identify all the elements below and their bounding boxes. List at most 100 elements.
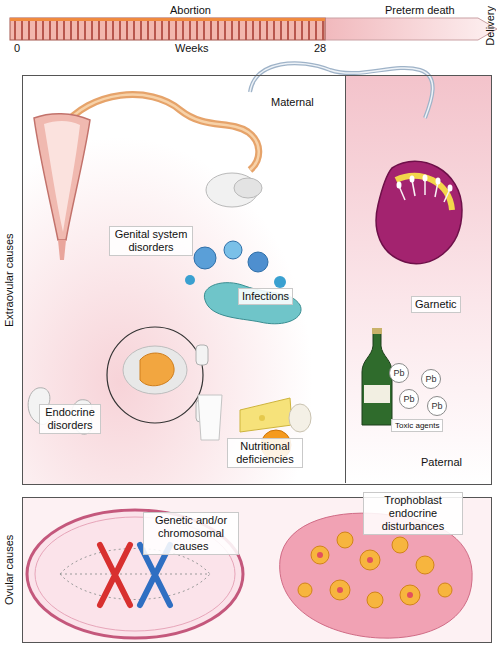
infection-microbes	[224, 241, 242, 259]
node-text: Genital system disorders	[113, 228, 189, 254]
testis-illustration	[376, 161, 462, 263]
infection-microbes	[185, 275, 195, 285]
lead-circle: Pb	[427, 396, 447, 416]
cause-label: Toxic agents	[391, 419, 443, 432]
timeline-bar	[10, 18, 497, 40]
testis-illustration	[397, 182, 402, 189]
trophoblast-illustration	[407, 592, 413, 598]
testis-illustration	[423, 175, 428, 182]
umbilical-cord	[250, 63, 433, 118]
cause-label: Endocrine disorders	[39, 404, 101, 434]
timeline-label: Preterm death	[385, 4, 455, 16]
node-text: Genetic and/or chromosomal causes	[147, 514, 235, 553]
trophoblast-illustration	[337, 532, 353, 548]
endocrine-organs	[196, 345, 208, 365]
umbilical-cord	[250, 63, 433, 118]
panel-heading: Extraovular causes	[3, 76, 16, 484]
timeline-bar	[325, 18, 497, 40]
trophoblast-illustration	[438, 583, 452, 597]
timeline-bar	[10, 18, 325, 21]
infection-microbes	[248, 252, 268, 272]
trophoblast-illustration	[298, 532, 452, 608]
wine-bottle	[372, 328, 382, 334]
uterus-illustration	[34, 95, 262, 260]
cause-label: Infections	[238, 288, 293, 305]
node-text: Infections	[242, 290, 289, 303]
uterus-illustration	[44, 121, 80, 232]
cell-chromosomes	[27, 510, 243, 638]
panel-background	[23, 76, 345, 484]
timeline-label: Delivery	[484, 6, 496, 46]
cause-band: Ovular causesGenetic and/or chromosomal …	[22, 497, 492, 643]
panel-heading: Maternal	[271, 96, 314, 109]
uterus-illustration	[58, 240, 66, 260]
infection-microbes	[194, 247, 216, 269]
cause-label: Genital system disorders	[109, 226, 193, 256]
node-text: Trophoblast endocrine disturbances	[367, 494, 459, 533]
food-items	[240, 398, 292, 432]
timeline-bar	[10, 18, 325, 40]
trophoblast-illustration	[400, 585, 420, 605]
paternal-panel: PaternalGarneticToxic agentsPbPbPbPb	[346, 76, 490, 483]
lead-circle: Pb	[421, 369, 441, 389]
wine-bottle	[362, 328, 392, 425]
node-text: Garnetic	[415, 298, 457, 311]
endocrine-organs	[140, 353, 174, 386]
panel-background	[23, 76, 491, 642]
trophoblast-illustration	[311, 546, 329, 564]
cell-chromosomes	[27, 510, 243, 638]
trophoblast-illustration	[367, 557, 373, 563]
endocrine-organs	[28, 327, 208, 434]
cause-label: Nutritional deficiencies	[227, 438, 303, 468]
timeline-label: 28	[314, 42, 326, 54]
cell-chromosomes	[60, 549, 210, 600]
trophoblast-illustration	[416, 556, 434, 574]
trophoblast-illustration	[337, 587, 343, 593]
trophoblast-illustration	[392, 537, 408, 553]
umbilical-cord	[250, 63, 433, 118]
infection-microbes	[274, 276, 286, 288]
testis-illustration	[397, 175, 453, 192]
trophoblast-illustration	[360, 550, 380, 570]
timeline-label: Weeks	[175, 42, 208, 54]
panel-heading: Ovular causes	[3, 498, 16, 642]
wine-bottle	[364, 385, 390, 403]
cell-chromosomes	[60, 574, 210, 575]
maternal-panel: MaternalGenital system disordersInfectio…	[23, 76, 346, 483]
timeline-label: 0	[14, 42, 20, 54]
infection-microbes	[204, 283, 301, 324]
trophoblast-illustration	[298, 583, 312, 597]
testis-illustration	[376, 161, 462, 263]
uterus-illustration	[234, 178, 262, 198]
uterus-illustration	[34, 114, 90, 240]
testis-illustration	[436, 178, 441, 185]
food-items	[259, 415, 265, 421]
testis-illustration	[410, 176, 415, 183]
cause-label: Trophoblast endocrine disturbances	[363, 492, 463, 535]
trophoblast-illustration	[317, 552, 323, 558]
testis-illustration	[448, 185, 453, 192]
food-items	[198, 395, 222, 440]
wine-bottle	[362, 332, 392, 425]
lead-circle: Pb	[399, 389, 419, 409]
food-items	[289, 404, 311, 432]
uterus-illustration	[62, 95, 259, 170]
panel-background	[346, 76, 491, 484]
node-text: Toxic agents	[395, 421, 439, 430]
infection-microbes	[185, 241, 301, 324]
endocrine-organs	[123, 346, 187, 394]
node-text: Nutritional deficiencies	[231, 440, 299, 466]
cause-label: Genetic and/or chromosomal causes	[143, 512, 239, 555]
cause-label: Garnetic	[411, 296, 461, 313]
node-text: Pb	[393, 369, 404, 378]
trophoblast-illustration	[367, 592, 383, 608]
node-text: Endocrine disorders	[43, 406, 97, 432]
cause-band: Extraovular causesMaternalGenital system…	[22, 75, 492, 485]
testis-illustration	[399, 179, 450, 202]
trophoblast-illustration	[330, 580, 350, 600]
uterus-illustration	[62, 95, 259, 170]
timeline-label: Abortion	[170, 4, 211, 16]
node-text: Pb	[403, 395, 414, 404]
